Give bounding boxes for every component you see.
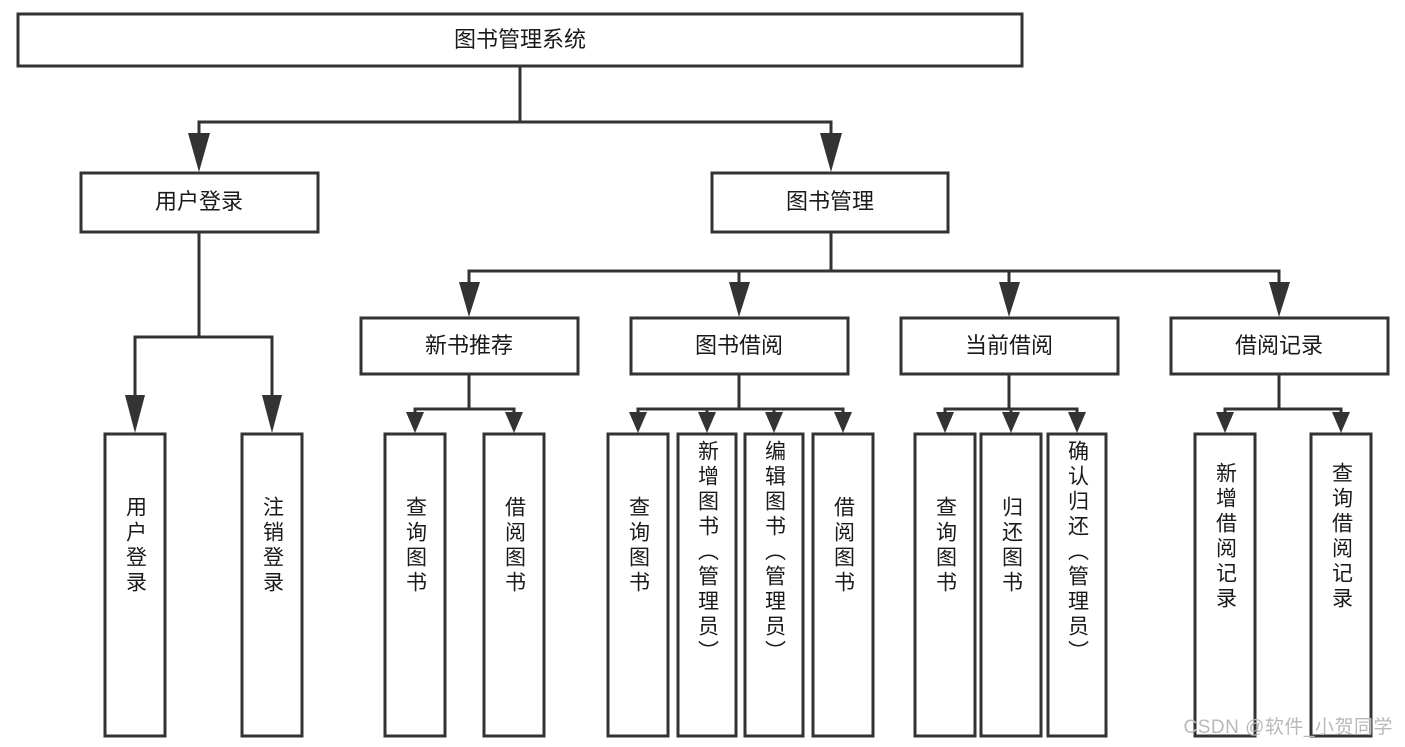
node-book-borrow-box[interactable] [629,316,850,376]
connector-group-root [188,64,842,172]
node-root-label: 图书管理系统 [454,27,586,52]
node-current-borrow-box[interactable] [899,316,1120,376]
leaf-return-book-box[interactable] [979,432,1043,738]
leaf-logout-box[interactable] [240,432,304,738]
leaf-borrow-book-recommend-box[interactable] [482,432,546,738]
node-borrow-record-box[interactable] [1169,316,1390,376]
node-book-borrow[interactable]: 图书借阅 [629,316,850,376]
node-current-borrow-label: 当前借阅 [965,333,1053,358]
leaf-edit-book-box[interactable] [743,432,805,738]
connector-group-book-management [459,230,1290,317]
arrowhead-leaf-edit-book [765,412,783,433]
node-root-box[interactable] [16,12,1024,68]
arrowhead-leaf-confirm-return [1068,412,1086,433]
watermark-text: CSDN @软件_小贺同学 [1183,717,1393,738]
arrowhead-leaf-return-book [1002,412,1020,433]
node-borrow-record-label: 借阅记录 [1235,333,1323,358]
arrowhead-leaf-logout [262,395,282,433]
node-current-borrow[interactable]: 当前借阅 [899,316,1120,376]
node-new-book-recommend[interactable]: 新书推荐 [359,316,580,376]
connector-group-current-borrow [936,372,1086,433]
arrowhead-book-management [820,133,842,172]
connector-group-user-login [125,230,282,433]
node-root[interactable]: 图书管理系统 [16,12,1024,68]
arrowhead-book-borrow [729,282,750,317]
node-book-management-box[interactable] [710,171,950,234]
leaf-add-borrow-record-box[interactable] [1193,432,1257,738]
arrowhead-leaf-query-book-borrow [629,412,647,433]
arrowhead-borrow-record [1269,282,1290,317]
arrowhead-current-borrow [999,282,1020,317]
arrowhead-leaf-user-login [125,395,145,433]
node-user-login[interactable]: 用户登录 [79,171,320,234]
leaf-user-login-box[interactable] [103,432,167,738]
leaf-query-book-current-box[interactable] [913,432,977,738]
node-book-management[interactable]: 图书管理 [710,171,950,234]
arrowhead-leaf-add-borrow-record [1216,412,1234,433]
node-new-book-recommend-box[interactable] [359,316,580,376]
arrowhead-new-book-recommend [459,282,480,317]
arrowhead-leaf-query-book-current [936,412,954,433]
leaf-borrow-book-box[interactable] [811,432,875,738]
connector-group-borrow-record [1216,372,1350,433]
node-user-login-label: 用户登录 [155,189,243,214]
arrowhead-leaf-borrow-book [834,412,852,433]
leaf-add-book-box[interactable] [676,432,738,738]
arrowhead-leaf-query-borrow-record [1332,412,1350,433]
leaf-query-book-borrow-box[interactable] [606,432,670,738]
node-user-login-box[interactable] [79,171,320,234]
connector-group-new-book-recommend [406,372,523,433]
leaf-boxes [103,432,1373,738]
arrowhead-leaf-query-book-recommend [406,412,424,433]
leaf-query-book-recommend-box[interactable] [383,432,447,738]
node-book-management-label: 图书管理 [786,189,874,214]
node-book-borrow-label: 图书借阅 [695,333,783,358]
leaf-query-borrow-record-box[interactable] [1309,432,1373,738]
arrowhead-user-login [188,133,210,172]
arrowhead-leaf-add-book [698,412,716,433]
arrowhead-leaf-borrow-book-recommend [505,412,523,433]
node-borrow-record[interactable]: 借阅记录 [1169,316,1390,376]
connector-group-book-borrow [629,372,852,433]
leaf-confirm-return-box[interactable] [1046,432,1108,738]
node-new-book-recommend-label: 新书推荐 [425,333,513,358]
